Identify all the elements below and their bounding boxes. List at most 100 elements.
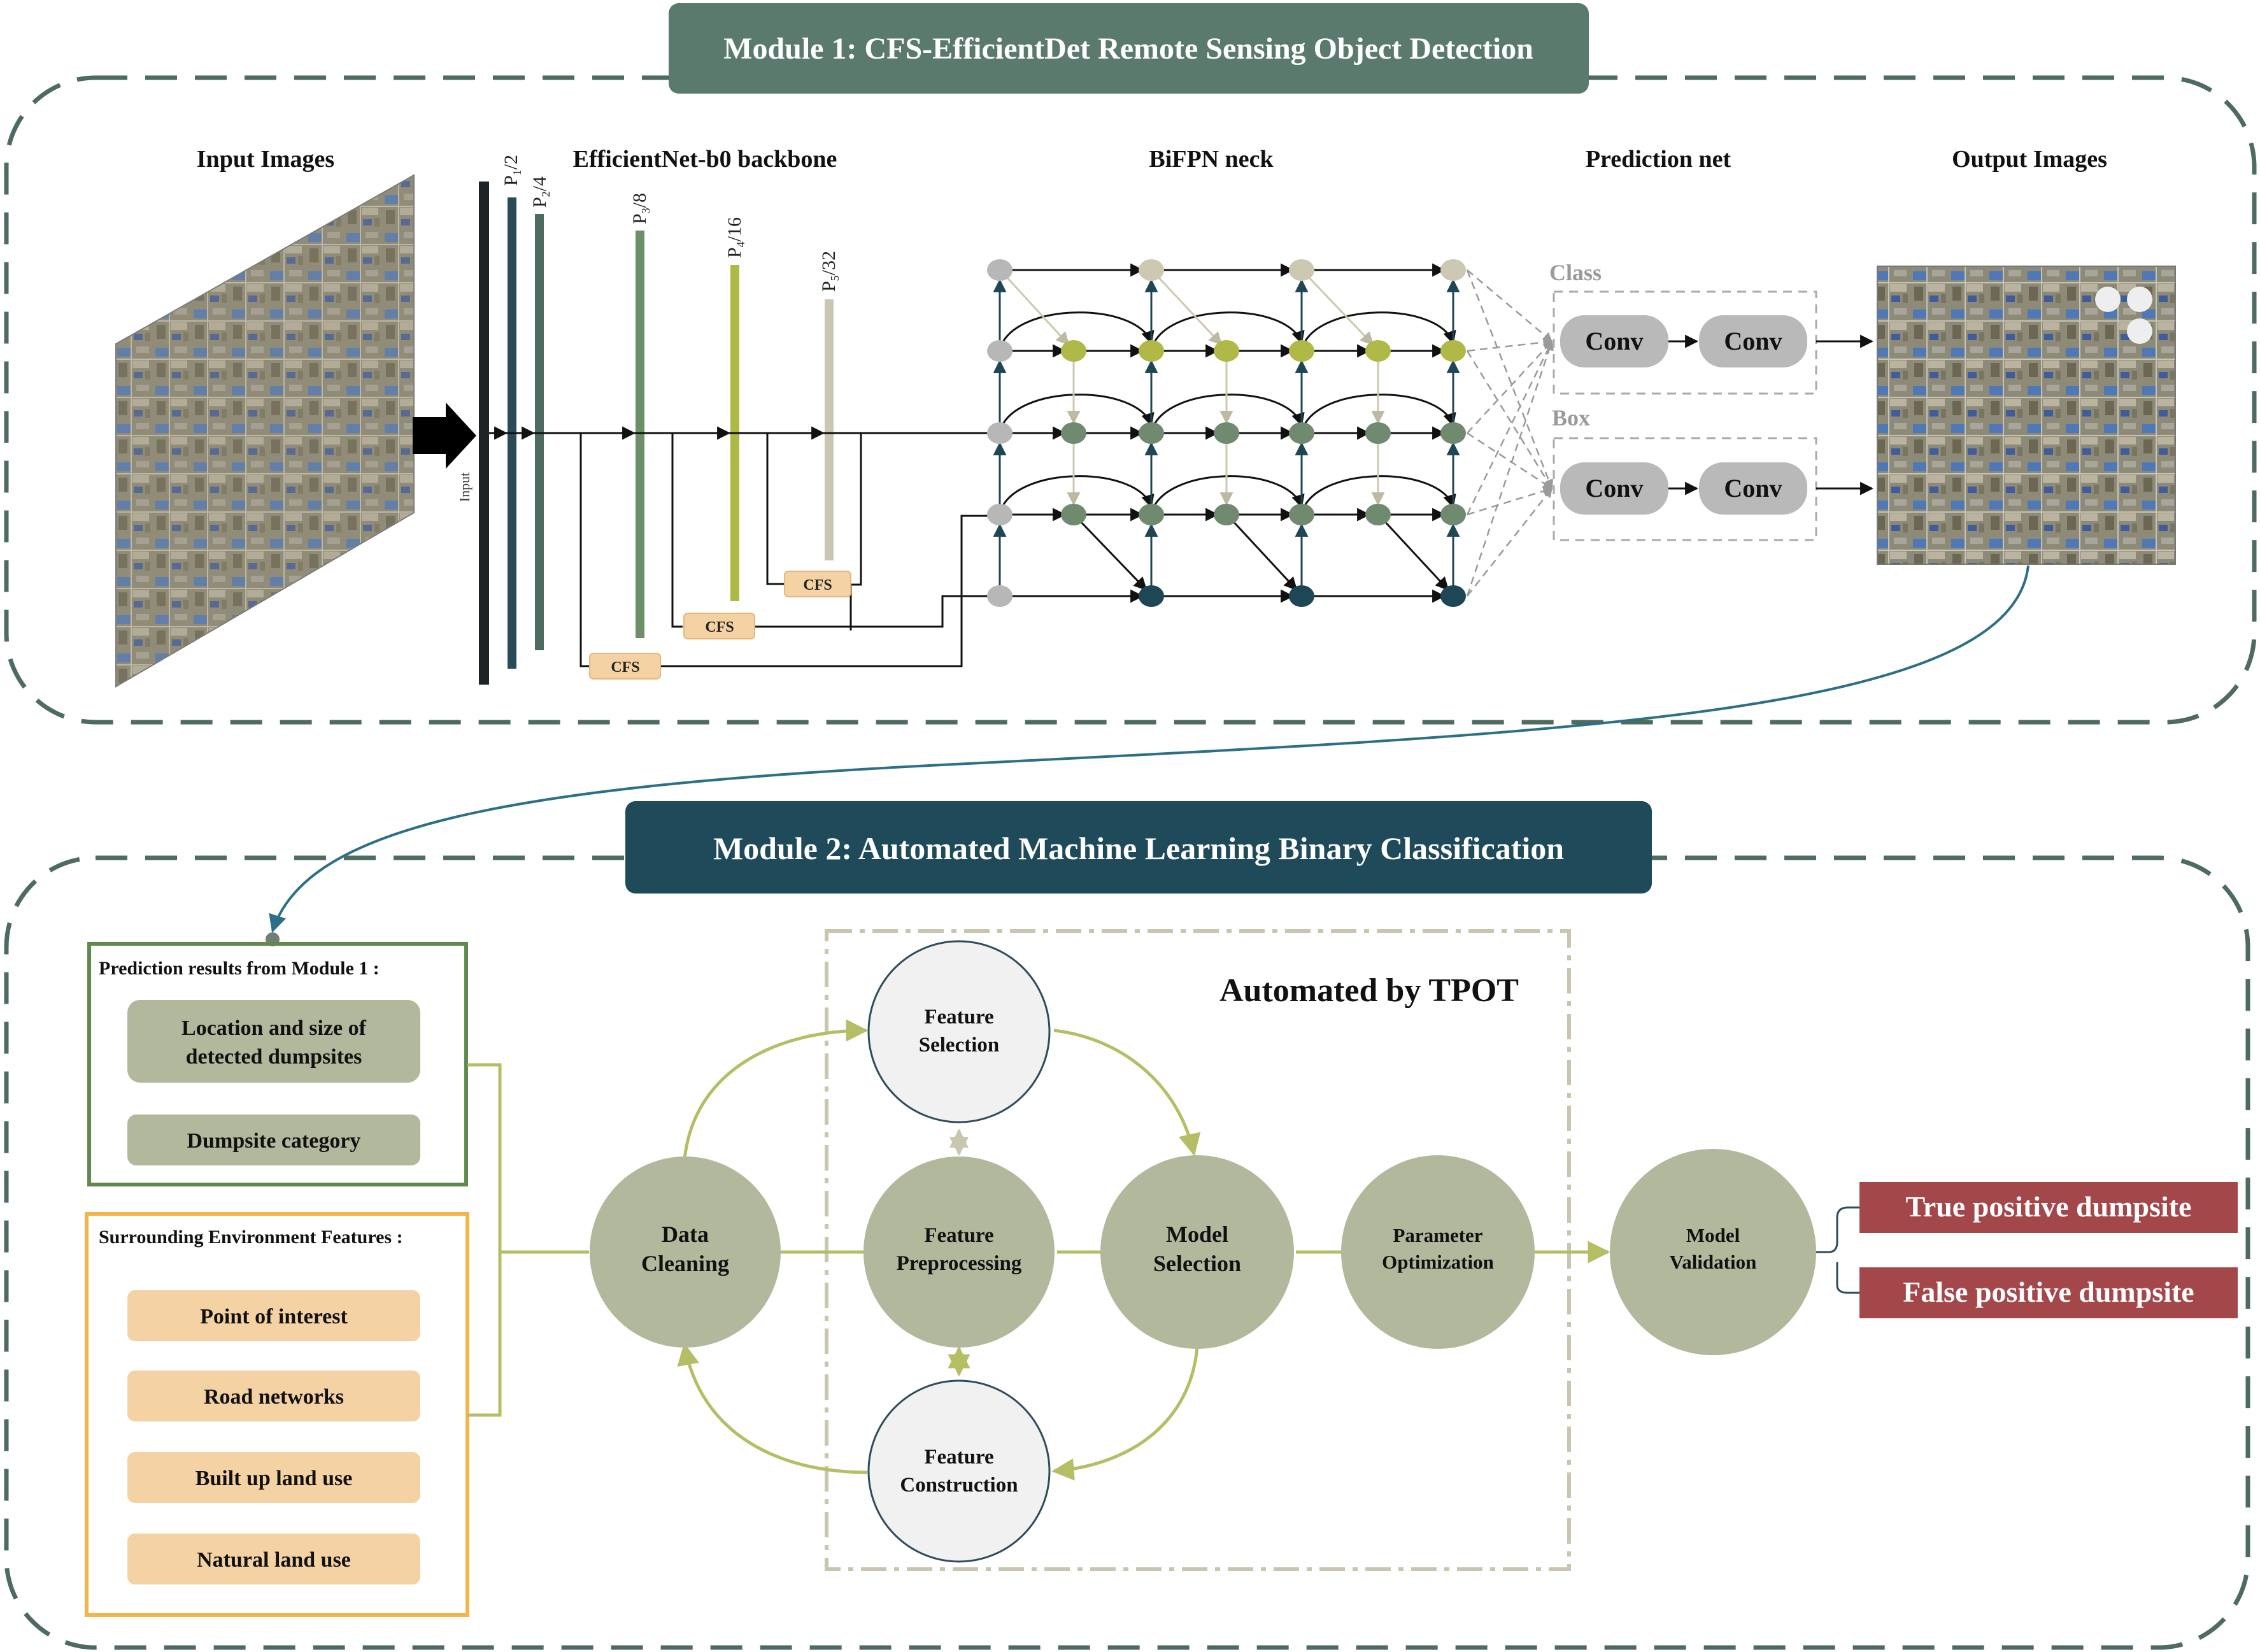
bifpn-node <box>1214 340 1239 362</box>
bifpn-node <box>1139 504 1164 525</box>
module2-header <box>625 801 1652 894</box>
bifpn-node <box>1061 422 1086 444</box>
svg-text:Model: Model <box>1166 1221 1228 1247</box>
surrounding-features-label: Surrounding Environment Features : <box>99 1227 403 1248</box>
module2-title: Module 2: Automated Machine Learning Bin… <box>713 830 1564 866</box>
bifpn-node <box>1139 585 1164 607</box>
svg-text:Cleaning: Cleaning <box>641 1251 729 1276</box>
class-label: Class <box>1549 260 1602 285</box>
bifpn-node <box>1061 340 1086 362</box>
result-bracket <box>1816 1206 1859 1294</box>
bifpn-skip-edge <box>999 394 1155 432</box>
bifpn-label: BiFPN neck <box>1149 146 1274 173</box>
bifpn-node <box>1289 504 1314 525</box>
level-p3-label: P3/8 <box>629 193 652 224</box>
cfs-box-1: CFS <box>589 653 661 680</box>
svg-text:Construction: Construction <box>900 1474 1018 1497</box>
svg-text:Selection: Selection <box>919 1034 999 1057</box>
module2-border <box>4 855 2250 1650</box>
svg-text:CFS: CFS <box>611 659 639 676</box>
class-conv-2: Conv <box>1699 315 1807 367</box>
svg-text:Conv: Conv <box>1724 327 1782 355</box>
svg-text:Conv: Conv <box>1585 474 1643 502</box>
svg-text:False positive dumpsite: False positive dumpsite <box>1903 1276 2194 1308</box>
bifpn-topdown-edge <box>1155 274 1223 346</box>
module1-header <box>669 3 1589 94</box>
false-positive-result: False positive dumpsite <box>1859 1267 2238 1318</box>
bifpn-node <box>1139 340 1164 362</box>
svg-text:Parameter: Parameter <box>1393 1224 1482 1246</box>
bifpn-node <box>1061 504 1086 525</box>
data-cleaning-node: Data Cleaning <box>590 1157 781 1348</box>
input-bar <box>479 182 489 685</box>
bifpn-node <box>1289 340 1314 362</box>
bifpn-node <box>987 422 1013 444</box>
bifpn-bottomup-edge <box>1382 518 1449 591</box>
cfs-box-3: CFS <box>784 571 851 597</box>
model-selection-node: Model Selection <box>1100 1155 1294 1349</box>
svg-text:Feature: Feature <box>924 1006 993 1029</box>
bifpn-node <box>1289 259 1314 281</box>
parameter-optimization-node: Parameter Optimization <box>1341 1155 1535 1349</box>
env-item-natural: Natural land use <box>127 1534 420 1584</box>
input-images-label: Input Images <box>197 146 334 173</box>
env-item-built-up: Built up land use <box>127 1452 420 1503</box>
dumpsite-category-item: Dumpsite category <box>127 1114 420 1165</box>
svg-text:Dumpsite category: Dumpsite category <box>187 1129 361 1153</box>
flow-lines <box>677 1019 1610 1481</box>
bifpn-node <box>1440 504 1466 525</box>
level-p4-label: P4/16 <box>724 217 747 258</box>
bifpn-node <box>987 585 1013 607</box>
level-labels: P1/2 P2/4 P3/8 P4/16 P5/32 <box>501 155 841 292</box>
bifpn-skip-edge <box>1300 311 1456 350</box>
bifpn-to-head-edge <box>1466 340 1553 515</box>
backbone-flow <box>489 426 1005 667</box>
svg-text:CFS: CFS <box>803 577 832 594</box>
bifpn-node <box>987 259 1013 281</box>
bifpn-to-head-edge <box>1467 269 1553 342</box>
level-p2-label: P2/4 <box>529 176 552 208</box>
svg-text:Validation: Validation <box>1670 1251 1757 1273</box>
svg-text:Conv: Conv <box>1724 474 1782 502</box>
svg-text:Optimization: Optimization <box>1382 1251 1494 1273</box>
module1-title: Module 1: CFS-EfficientDet Remote Sensin… <box>723 32 1533 66</box>
feature-selection-node: Feature Selection <box>867 940 1051 1123</box>
location-size-item: Location and size of detected dumpsites <box>127 1000 420 1083</box>
bifpn-skip-edge <box>999 311 1155 350</box>
bifpn-node <box>1365 422 1391 444</box>
prediction-net-label: Prediction net <box>1586 146 1731 173</box>
prediction-results-label: Prediction results from Module 1 : <box>99 958 380 979</box>
svg-text:Natural land use: Natural land use <box>197 1548 351 1572</box>
svg-text:Built up land use: Built up land use <box>195 1467 353 1490</box>
svg-text:True positive dumpsite: True positive dumpsite <box>1906 1190 2192 1223</box>
bifpn-topdown-edge <box>1305 274 1374 346</box>
svg-text:Point of interest: Point of interest <box>200 1305 348 1328</box>
class-conv-1: Conv <box>1560 315 1668 367</box>
bifpn-node <box>987 340 1013 362</box>
output-images-label: Output Images <box>1952 146 2107 173</box>
env-item-poi: Point of interest <box>127 1290 420 1341</box>
svg-text:Location and size of: Location and size of <box>181 1016 367 1040</box>
automated-by-tpot-label: Automated by TPOT <box>1219 972 1519 1009</box>
bifpn-to-head-edge <box>1467 432 1553 490</box>
input-bar-label: Input <box>457 473 473 502</box>
bifpn-to-head-edge <box>1467 486 1553 516</box>
cfs-box-2: CFS <box>683 613 755 639</box>
box-conv-2: Conv <box>1699 462 1807 515</box>
input-arrow-icon <box>413 402 476 469</box>
bifpn-to-head-edge <box>1466 350 1553 490</box>
bifpn-node <box>1440 422 1466 444</box>
bifpn-node <box>1139 422 1164 444</box>
bar-p3 <box>636 231 644 638</box>
input-bracket <box>467 1063 589 1417</box>
bifpn-node <box>987 504 1013 525</box>
bifpn-node <box>1365 340 1391 362</box>
bifpn-node <box>1440 259 1466 281</box>
module1: Module 1: CFS-EfficientDet Remote Sensin… <box>4 3 2257 725</box>
prediction-net: Class Box Conv Conv Conv Conv <box>1549 260 1874 541</box>
bar-p5 <box>825 299 834 560</box>
bifpn-to-head-edge <box>1467 338 1553 352</box>
input-satellite-image <box>115 174 415 688</box>
bifpn-to-head-edge <box>1466 340 1554 597</box>
